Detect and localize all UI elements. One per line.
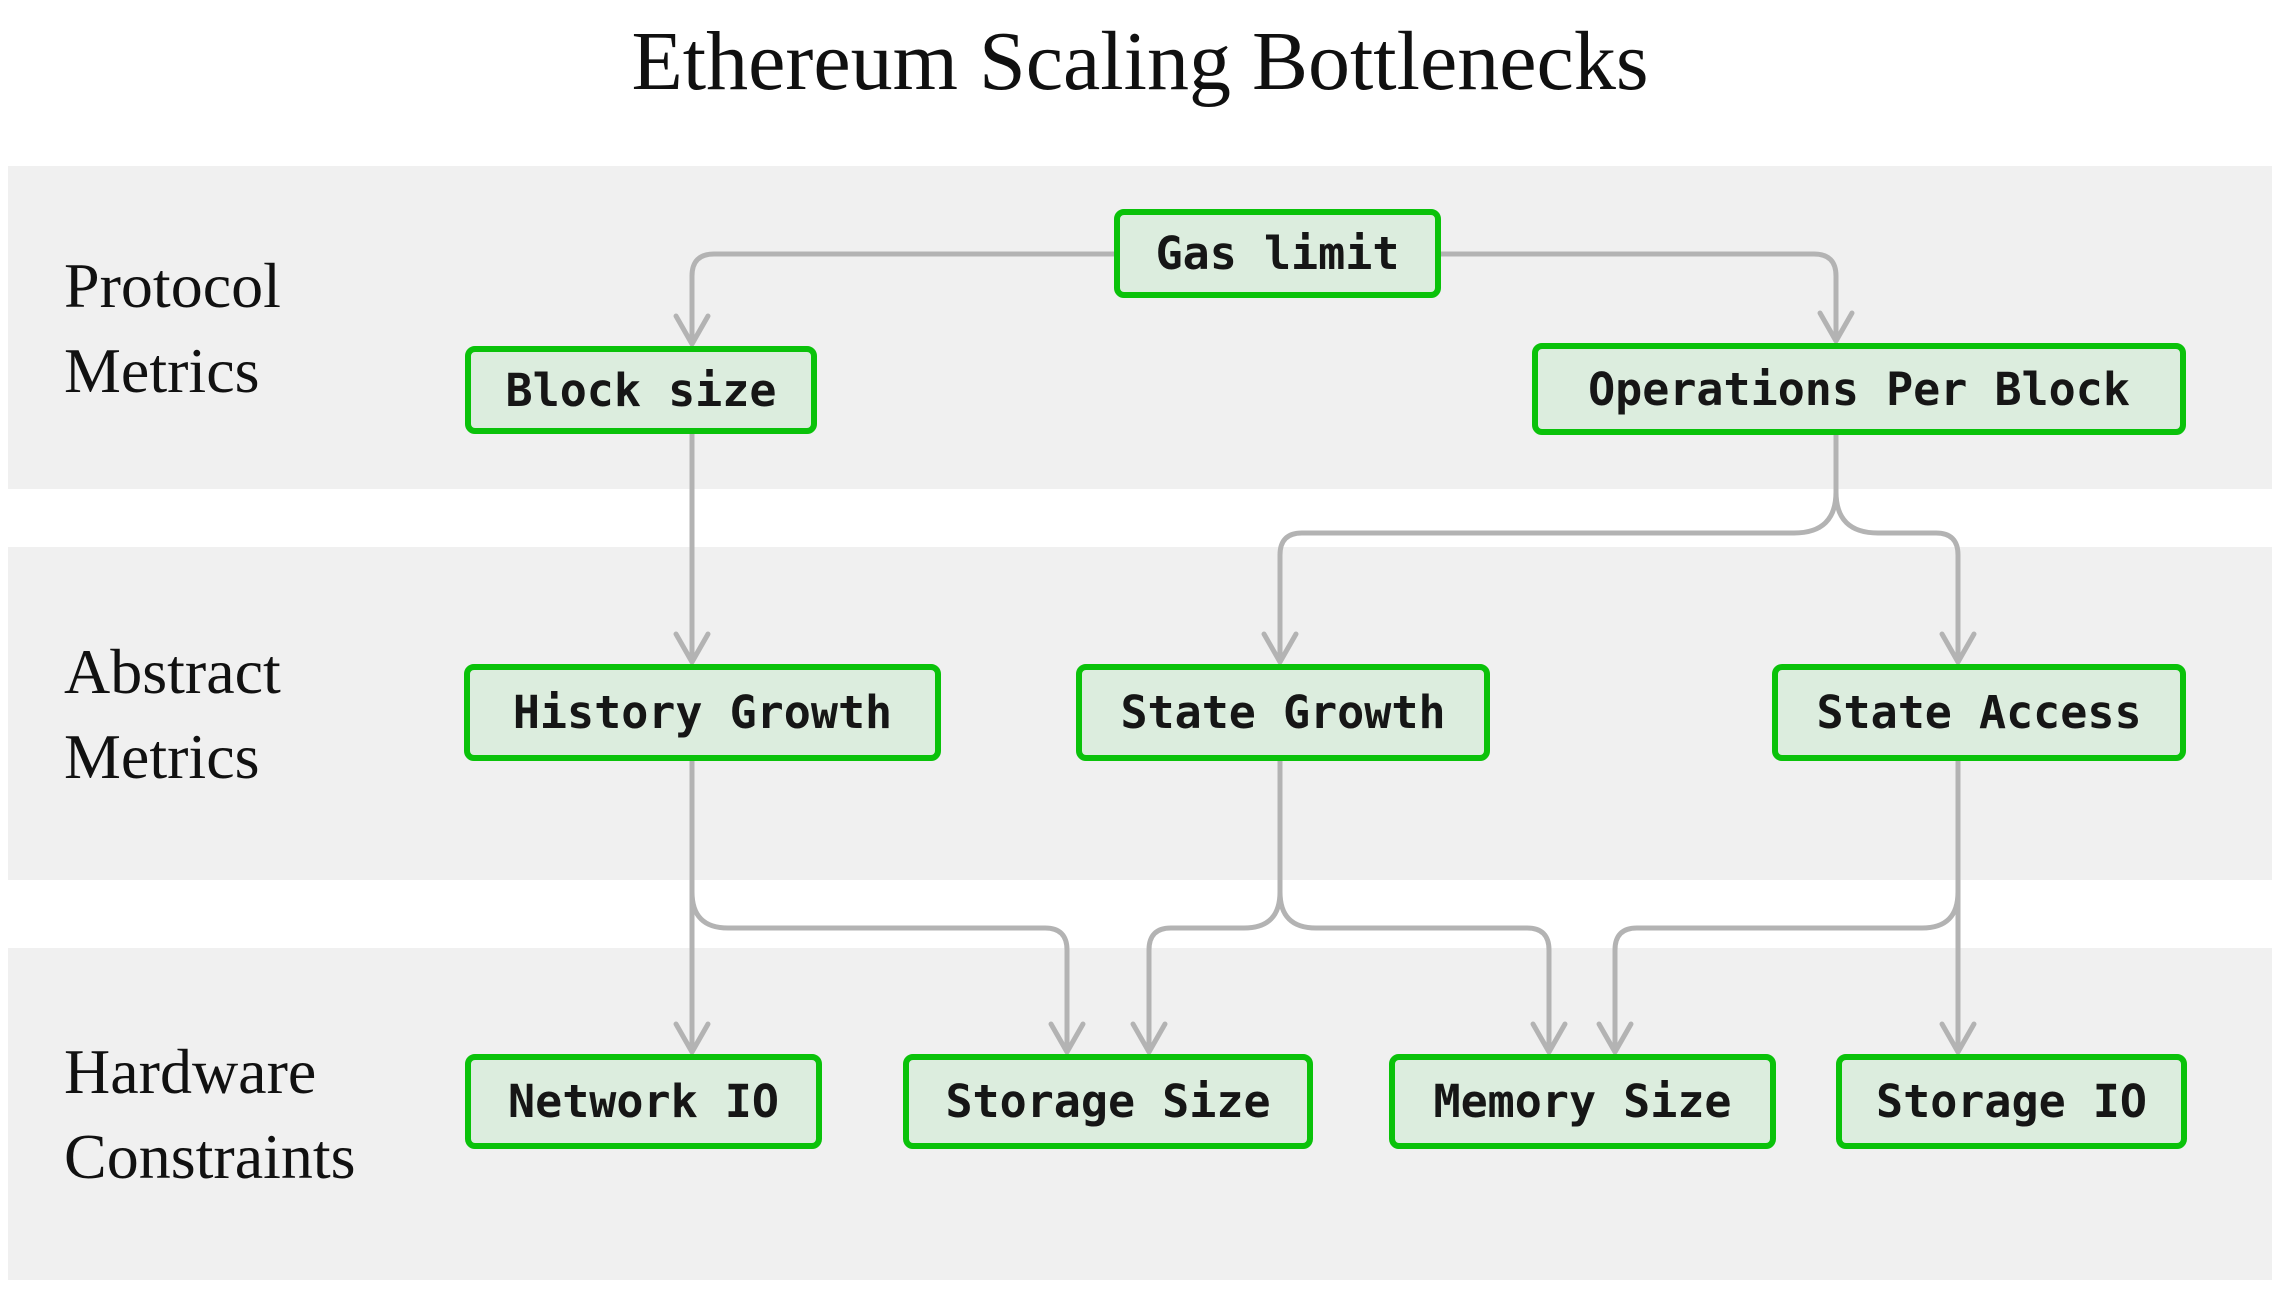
band-label-line: Metrics xyxy=(64,334,260,406)
band-label-protocol-metrics: Protocol Metrics xyxy=(64,166,281,489)
node-history-growth: History Growth xyxy=(464,664,941,761)
node-state-growth: State Growth xyxy=(1076,664,1490,761)
node-label: State Access xyxy=(1816,686,2142,739)
band-label-line: Protocol xyxy=(64,249,281,321)
node-label: State Growth xyxy=(1120,686,1446,739)
node-label: Network IO xyxy=(508,1075,779,1128)
diagram-title: Ethereum Scaling Bottlenecks xyxy=(631,14,1649,108)
band-label-line: Abstract xyxy=(64,635,281,707)
band-label-hardware-constraints: Hardware Constraints xyxy=(64,948,356,1280)
node-network-io: Network IO xyxy=(465,1054,822,1149)
node-label: Operations Per Block xyxy=(1588,362,2130,416)
node-block-size: Block size xyxy=(465,346,817,434)
node-label: Storage Size xyxy=(945,1075,1271,1128)
band-label-line: Constraints xyxy=(64,1121,356,1192)
node-label: History Growth xyxy=(512,686,893,739)
node-label: Gas limit xyxy=(1155,227,1400,280)
node-storage-size: Storage Size xyxy=(903,1054,1313,1149)
node-label: Memory Size xyxy=(1433,1075,1732,1128)
band-label-line: Metrics xyxy=(64,720,260,792)
node-state-access: State Access xyxy=(1772,664,2186,761)
node-operations-per-block: Operations Per Block xyxy=(1532,343,2186,435)
band-label-line: Hardware xyxy=(64,1036,317,1107)
node-memory-size: Memory Size xyxy=(1389,1054,1776,1149)
node-label: Block size xyxy=(505,363,777,417)
node-gas-limit: Gas limit xyxy=(1114,209,1441,298)
node-storage-io: Storage IO xyxy=(1836,1054,2187,1149)
node-label: Storage IO xyxy=(1876,1075,2147,1128)
band-label-abstract-metrics: Abstract Metrics xyxy=(64,547,281,880)
